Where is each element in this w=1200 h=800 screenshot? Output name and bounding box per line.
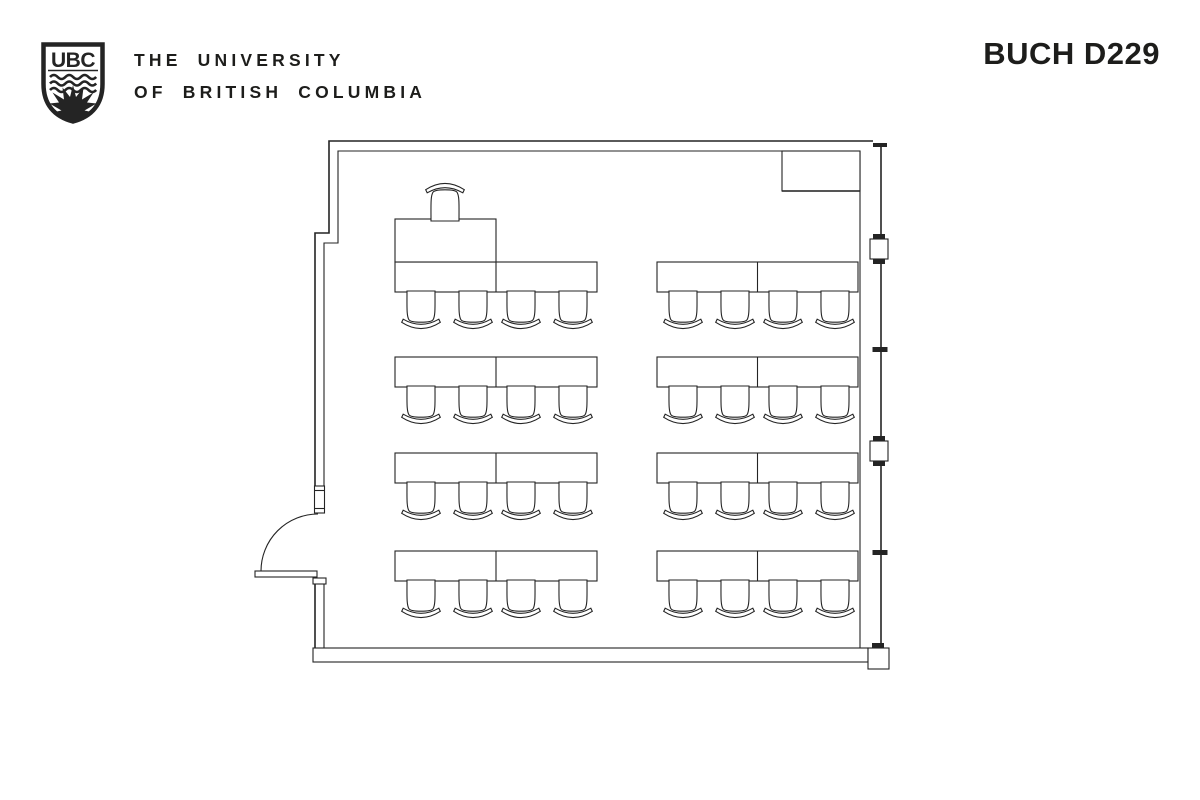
student-chair [715, 290, 755, 330]
window-mullion-cap [873, 259, 885, 264]
window-corner-box [867, 647, 890, 670]
crest-sunburst-icon [49, 85, 97, 122]
wall-inner-top-left [323, 150, 860, 486]
student-chair [815, 579, 855, 619]
university-name-line1: THE UNIVERSITY [134, 50, 345, 70]
student-chair [501, 481, 541, 521]
student-chair [763, 290, 803, 330]
student-chair [815, 481, 855, 521]
window-mullion-tick-2 [872, 550, 888, 555]
student-chair [663, 385, 703, 425]
student-chair [815, 290, 855, 330]
student-chair [553, 481, 593, 521]
window-mullion-tick-1 [872, 347, 888, 352]
student-chair [553, 290, 593, 330]
student-chair [501, 579, 541, 619]
student-chair [453, 290, 493, 330]
university-name-line2: OF BRITISH COLUMBIA [134, 82, 427, 102]
student-chair [401, 579, 441, 619]
wall-outer-top-left [314, 140, 873, 486]
window-mullion-box-2 [869, 440, 889, 462]
room-title: BUCH D229 [983, 36, 1160, 71]
window-mullion-cap [872, 643, 884, 648]
crest-abbr: UBC [51, 49, 95, 72]
student-chair [501, 290, 541, 330]
student-chair [453, 481, 493, 521]
student-chair [553, 385, 593, 425]
window-mullion-box-1 [869, 238, 889, 260]
student-chair [763, 579, 803, 619]
student-chair [715, 579, 755, 619]
room-walls [254, 140, 890, 670]
door-frame-cap [312, 577, 327, 585]
student-chair [763, 385, 803, 425]
wall-bottom [312, 647, 869, 663]
door-sidelight [313, 485, 326, 514]
furniture-layer [394, 150, 861, 619]
student-chair [453, 579, 493, 619]
podium [394, 218, 497, 263]
student-chair [815, 385, 855, 425]
ubc-crest-icon: UBC [41, 42, 105, 124]
student-chair [663, 290, 703, 330]
university-name: THE UNIVERSITY OF BRITISH COLUMBIA [134, 44, 426, 108]
student-chair [663, 481, 703, 521]
window-top-cap [873, 143, 887, 147]
student-chair [553, 579, 593, 619]
student-chair [401, 290, 441, 330]
door-leaf [254, 570, 318, 578]
window-mullion-cap [873, 234, 885, 239]
student-chair [401, 481, 441, 521]
student-chair [501, 385, 541, 425]
student-chair [663, 579, 703, 619]
instructor-chair [425, 182, 465, 222]
student-chair [715, 385, 755, 425]
cabinet [781, 150, 861, 192]
window-mullion-cap [873, 461, 885, 466]
student-chair [453, 385, 493, 425]
student-chair [401, 385, 441, 425]
student-chair [763, 481, 803, 521]
ubc-logo: UBC [40, 42, 106, 124]
window-mullion-cap [873, 436, 885, 441]
student-chair [715, 481, 755, 521]
door-swing-arc [260, 513, 319, 572]
